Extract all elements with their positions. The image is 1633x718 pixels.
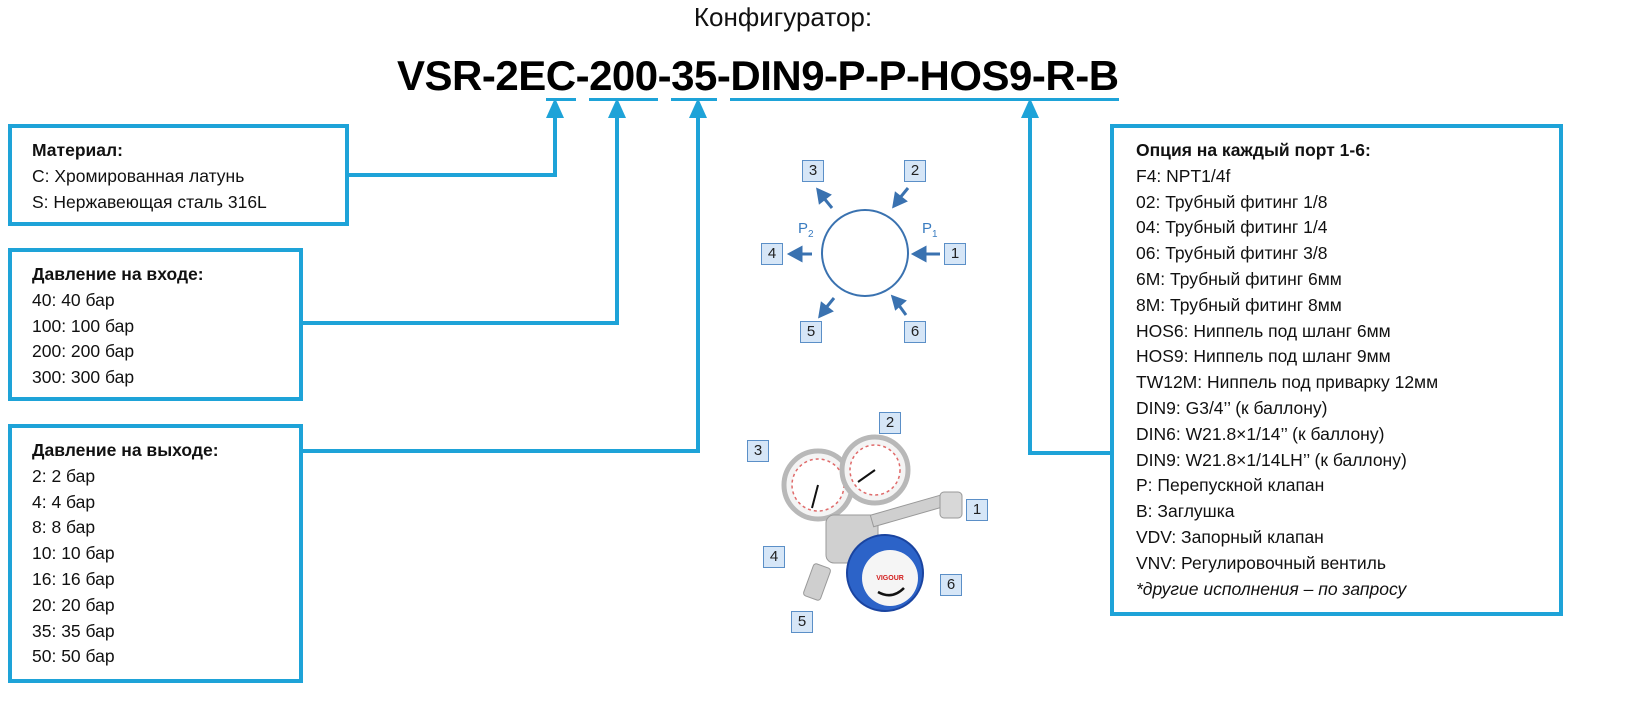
port-option: B: Заглушка	[1136, 501, 1235, 522]
connector-material	[349, 112, 557, 177]
outlet-pressure-heading: Давление на выходе:	[32, 440, 219, 460]
port-option: DIN9: G3/4’’ (к баллону)	[1136, 397, 1328, 418]
inlet-pressure-option: 300: 300 бар	[32, 367, 135, 388]
schematic-port-6: 6	[904, 321, 926, 343]
code-dash: -	[575, 52, 590, 99]
port-option: DIN9: W21.8×1/14LH’’ (к баллону)	[1136, 449, 1407, 470]
photo-port-4: 4	[763, 546, 785, 568]
schematic-port-5: 5	[800, 321, 822, 343]
outlet-p2-label: P2	[798, 220, 814, 240]
outlet-pressure-option: 4: 4 бар	[32, 491, 96, 512]
code-dash: -	[657, 52, 672, 99]
regulator-photo: VIGOUR	[781, 434, 963, 612]
code-port-options: DIN9-P-P-HOS9-R-B	[730, 52, 1119, 101]
code-prefix: VSR-2E	[397, 52, 546, 99]
outlet-pressure-option: 20: 20 бар	[32, 594, 115, 615]
page-title: Конфигуратор:	[693, 2, 873, 32]
port-option: 8M: Трубный фитинг 8мм	[1136, 294, 1342, 315]
port-option: DIN6: W21.8×1/14’’ (к баллону)	[1136, 423, 1385, 444]
port-options-box: Опция на каждый порт 1-6: F4: NPT1/4f 02…	[1110, 124, 1563, 616]
schematic-port-4: 4	[761, 243, 783, 265]
outlet-pressure-option: 35: 35 бар	[32, 620, 115, 641]
inlet-pressure-heading: Давление на входе:	[32, 264, 204, 284]
product-code: VSR-2EC-200-35-DIN9-P-P-HOS9-R-B	[397, 52, 1119, 101]
material-heading: Материал:	[32, 140, 123, 160]
outlet-pressure-option: 10: 10 бар	[32, 543, 115, 564]
code-outlet-pressure: 35	[671, 52, 717, 101]
port-option: HOS6: Ниппель под шланг 6мм	[1136, 320, 1391, 341]
port-option: TW12M: Ниппель под приварку 12мм	[1136, 372, 1439, 393]
connector-outlet	[303, 112, 700, 453]
code-material: C	[545, 52, 576, 101]
brand-logo: VIGOUR	[876, 575, 904, 582]
material-option: C: Хромированная латунь	[32, 165, 245, 186]
outlet-pressure-option: 8: 8 бар	[32, 517, 96, 538]
schematic-port-1: 1	[944, 243, 966, 265]
connector-inlet	[303, 112, 619, 325]
port-option: HOS9: Ниппель под шланг 9мм	[1136, 346, 1391, 367]
outlet-pressure-option: 2: 2 бар	[32, 465, 96, 486]
inlet-pressure-option: 40: 40 бар	[32, 289, 115, 310]
inlet-p1-label: P1	[922, 220, 938, 240]
material-box: Материал: C: Хромированная латунь S: Нер…	[8, 124, 349, 226]
inlet-nut	[939, 491, 963, 519]
outlet-pressure-option: 16: 16 бар	[32, 568, 115, 589]
port-option: 04: Трубный фитинг 1/4	[1136, 217, 1328, 238]
port-option: 06: Трубный фитинг 3/8	[1136, 243, 1328, 264]
outlet-pressure-box: Давление на выходе: 2: 2 бар 4: 4 бар 8:…	[8, 424, 303, 683]
arrow-up-icon	[546, 98, 564, 118]
port-option: F4: NPT1/4f	[1136, 165, 1231, 186]
inlet-pressure-option: 200: 200 бар	[32, 341, 135, 362]
side-fitting	[803, 563, 831, 601]
code-dash: -	[716, 52, 731, 99]
port-option: P: Перепускной клапан	[1136, 475, 1325, 496]
port-option: 6M: Трубный фитинг 6мм	[1136, 268, 1342, 289]
schematic-port-2: 2	[904, 160, 926, 182]
arrow-up-icon	[1021, 98, 1039, 118]
schematic-port-3: 3	[802, 160, 824, 182]
connector-ports	[1028, 112, 1110, 455]
material-option: S: Нержавеющая сталь 316L	[32, 191, 267, 212]
photo-port-2: 2	[879, 412, 901, 434]
port-options-note: *другие исполнения – по запросу	[1136, 578, 1407, 599]
regulator-circle	[821, 209, 909, 297]
photo-port-3: 3	[747, 440, 769, 462]
port-option: VDV: Запорный клапан	[1136, 526, 1324, 547]
code-inlet-pressure: 200	[589, 52, 658, 101]
photo-port-6: 6	[940, 574, 962, 596]
photo-port-1: 1	[966, 499, 988, 521]
port-option: VNV: Регулировочный вентиль	[1136, 552, 1386, 573]
inlet-pressure-box: Давление на входе: 40: 40 бар 100: 100 б…	[8, 248, 303, 401]
port-schematic	[786, 187, 940, 319]
port-options-heading: Опция на каждый порт 1-6:	[1136, 140, 1371, 160]
port-option: 02: Трубный фитинг 1/8	[1136, 191, 1328, 212]
arrow-up-icon	[689, 98, 707, 118]
inlet-pressure-option: 100: 100 бар	[32, 315, 135, 336]
arrow-up-icon	[608, 98, 626, 118]
outlet-pressure-option: 50: 50 бар	[32, 646, 115, 667]
photo-port-5: 5	[791, 611, 813, 633]
